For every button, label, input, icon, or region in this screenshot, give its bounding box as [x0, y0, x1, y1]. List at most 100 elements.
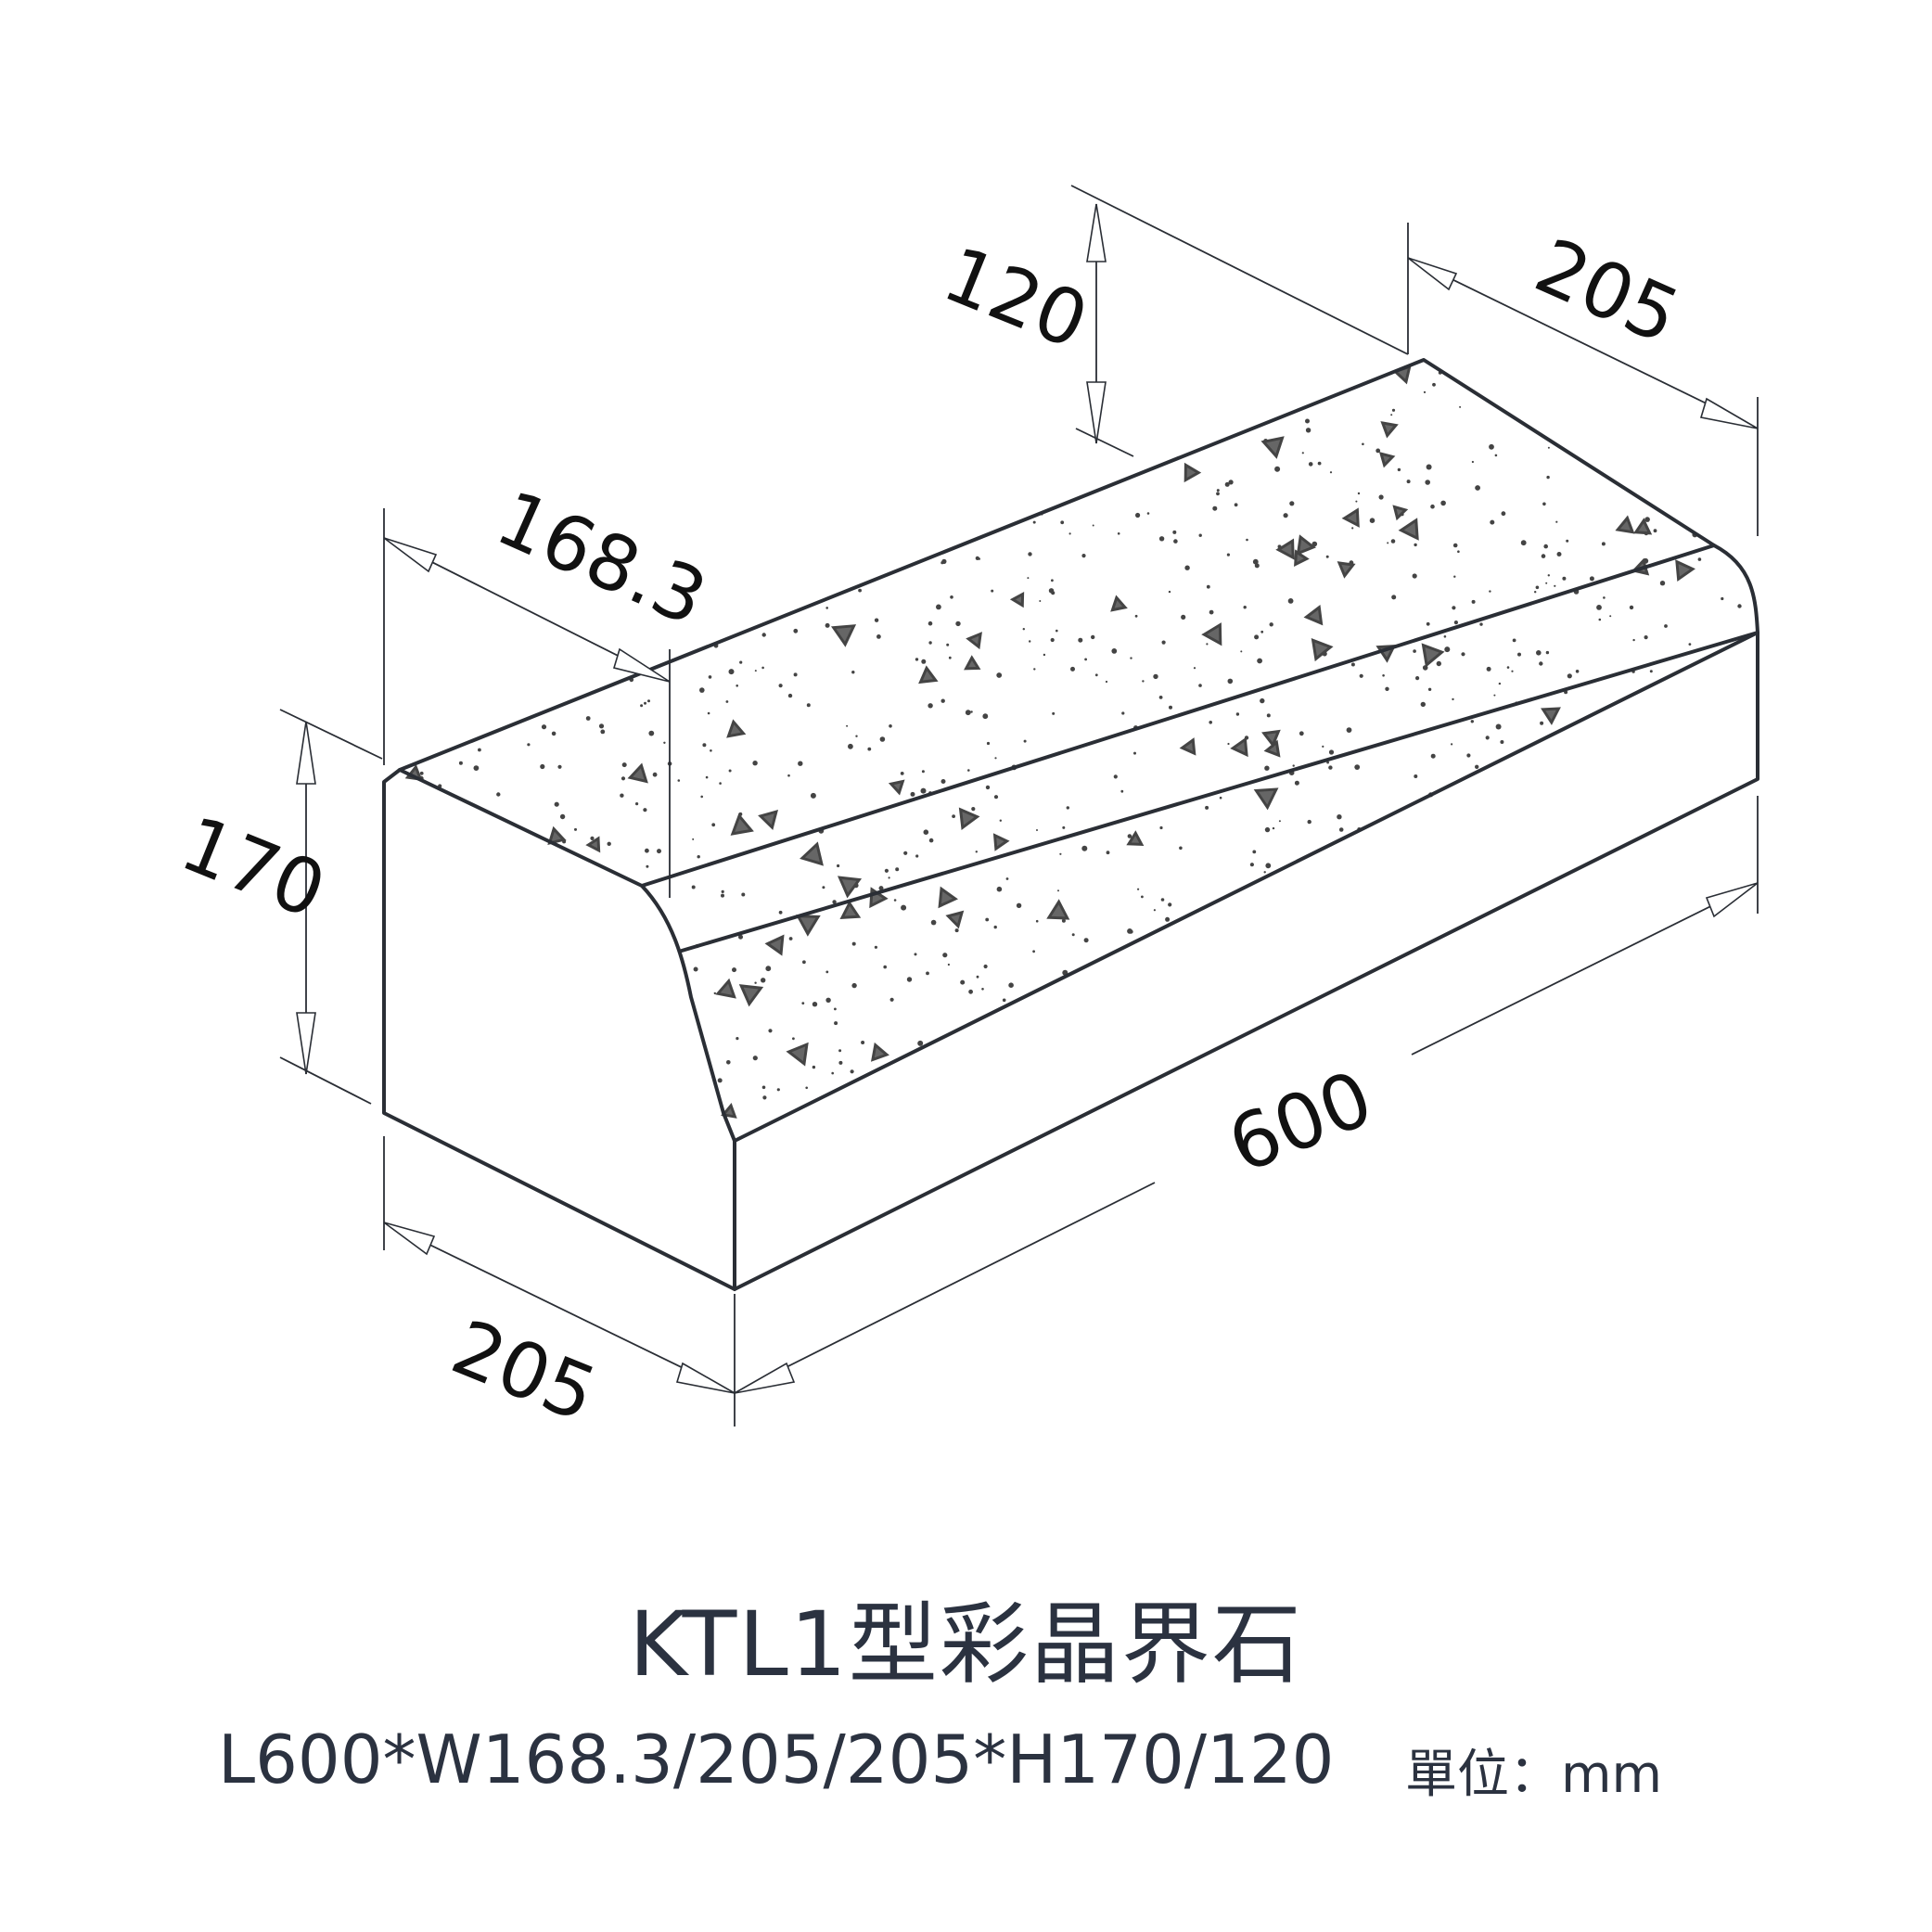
speckle-aggregate: [1378, 452, 1396, 468]
speckle-dot: [1287, 598, 1294, 604]
speckle-dot: [1083, 938, 1089, 943]
dimension-line-600: [1411, 882, 1759, 1056]
speckle-dot: [1137, 888, 1140, 890]
speckle-dot: [1325, 555, 1329, 558]
speckle-dot: [761, 1085, 766, 1090]
speckle-dot: [1278, 820, 1281, 823]
speckle-dot: [1260, 697, 1265, 704]
speckle-dot: [728, 769, 732, 773]
speckle-dot: [893, 899, 897, 902]
speckle-dot: [1266, 713, 1271, 718]
speckle-dot: [1246, 538, 1248, 542]
speckle-dot: [739, 660, 743, 664]
speckle-dot: [1322, 745, 1324, 748]
top-face-outline: [398, 358, 1716, 888]
speckle-dot: [850, 1069, 854, 1074]
speckle-dot: [983, 964, 988, 969]
dimension-label-170: 170: [170, 800, 338, 936]
speckle-dot: [754, 981, 757, 984]
speckle-dot: [458, 761, 463, 765]
speckle-dot: [1355, 500, 1358, 503]
speckle-aggregate: [1380, 421, 1399, 439]
dimension-label-205-back: 205: [1523, 222, 1692, 361]
speckle-dot: [419, 771, 424, 775]
speckle-dot: [1541, 554, 1546, 558]
speckle-dot: [917, 1040, 924, 1046]
speckle-dot: [1165, 916, 1171, 922]
speckle-dot: [1517, 652, 1521, 657]
speckle-aggregate: [945, 910, 965, 929]
product-title: KTL1型彩晶界石: [629, 1593, 1303, 1696]
speckle-dot: [1494, 454, 1498, 457]
speckle-dot: [1301, 452, 1304, 454]
speckle-dot: [710, 749, 712, 752]
speckle-dot: [702, 743, 707, 748]
speckle-aggregate: [1341, 507, 1360, 528]
speckle-dot: [884, 868, 889, 873]
speckle-dot: [708, 675, 712, 679]
speckle-dot: [928, 703, 933, 709]
speckle-aggregate: [964, 655, 981, 671]
speckle-dot: [1068, 532, 1071, 535]
speckle-dot: [1141, 895, 1144, 899]
speckle-dot: [663, 741, 666, 744]
speckle-dot: [947, 963, 950, 966]
speckle-dot: [762, 1095, 767, 1100]
speckle-dot: [1436, 660, 1442, 667]
speckle-dot: [1005, 877, 1009, 880]
speckle-dot: [741, 892, 746, 897]
speckle-dot: [1470, 720, 1475, 723]
speckle-dot: [900, 772, 904, 775]
speckle-dot: [752, 1056, 758, 1061]
speckle-aggregate: [958, 807, 980, 830]
speckle-dot: [1272, 826, 1275, 830]
speckle-dot: [1649, 670, 1653, 673]
speckle-dot: [1260, 630, 1264, 633]
speckle-dot: [1556, 552, 1562, 557]
speckle-dot: [788, 937, 793, 940]
speckle-dot: [810, 792, 816, 799]
speckle-dot: [1427, 687, 1432, 691]
speckle-dot: [1243, 606, 1247, 609]
speckle-dot: [1664, 624, 1668, 628]
speckle-dot: [991, 589, 994, 593]
speckle-dot: [1129, 929, 1133, 934]
speckle-dot: [985, 917, 990, 922]
speckle-dot: [812, 1065, 816, 1069]
speckle-aggregate: [1263, 739, 1281, 758]
speckle-dot: [1326, 761, 1329, 764]
speckle-dot: [646, 864, 649, 868]
speckle-dot: [725, 700, 729, 703]
speckle-dot: [1062, 825, 1066, 829]
speckle-dot: [1485, 736, 1490, 740]
speckle-dot: [1311, 541, 1318, 547]
speckle-dot: [950, 595, 953, 599]
speckle-dot: [993, 795, 999, 800]
speckle-dot: [1543, 544, 1548, 549]
speckle-dot: [1228, 480, 1234, 485]
speckle-dot: [967, 769, 970, 772]
speckle-dot: [1234, 503, 1238, 507]
speckle-dot: [1105, 680, 1108, 684]
speckle-dot: [1737, 604, 1742, 608]
speckle-dot: [736, 1037, 739, 1041]
speckle-dot: [1198, 533, 1202, 537]
speckle-dot: [1206, 643, 1209, 646]
speckle-dot: [879, 736, 886, 742]
speckle-aggregate: [870, 1042, 889, 1062]
speckle-dot: [895, 867, 900, 872]
speckle-dot: [1490, 519, 1495, 525]
speckle-dot: [1033, 668, 1036, 671]
speckle-dot: [1181, 614, 1186, 621]
speckle-dot: [1575, 670, 1580, 673]
speckle-dot: [1545, 650, 1550, 655]
speckle-dot: [1545, 582, 1548, 584]
speckle-dot: [1452, 697, 1454, 701]
speckle-aggregate: [1253, 787, 1279, 811]
speckle-dot: [805, 1086, 808, 1090]
arrow-icon: [1699, 397, 1759, 429]
speckle-dot: [719, 782, 722, 785]
speckle-dot: [1423, 390, 1427, 393]
speckle-dot: [1511, 670, 1514, 672]
speckle-dot: [1547, 574, 1551, 577]
